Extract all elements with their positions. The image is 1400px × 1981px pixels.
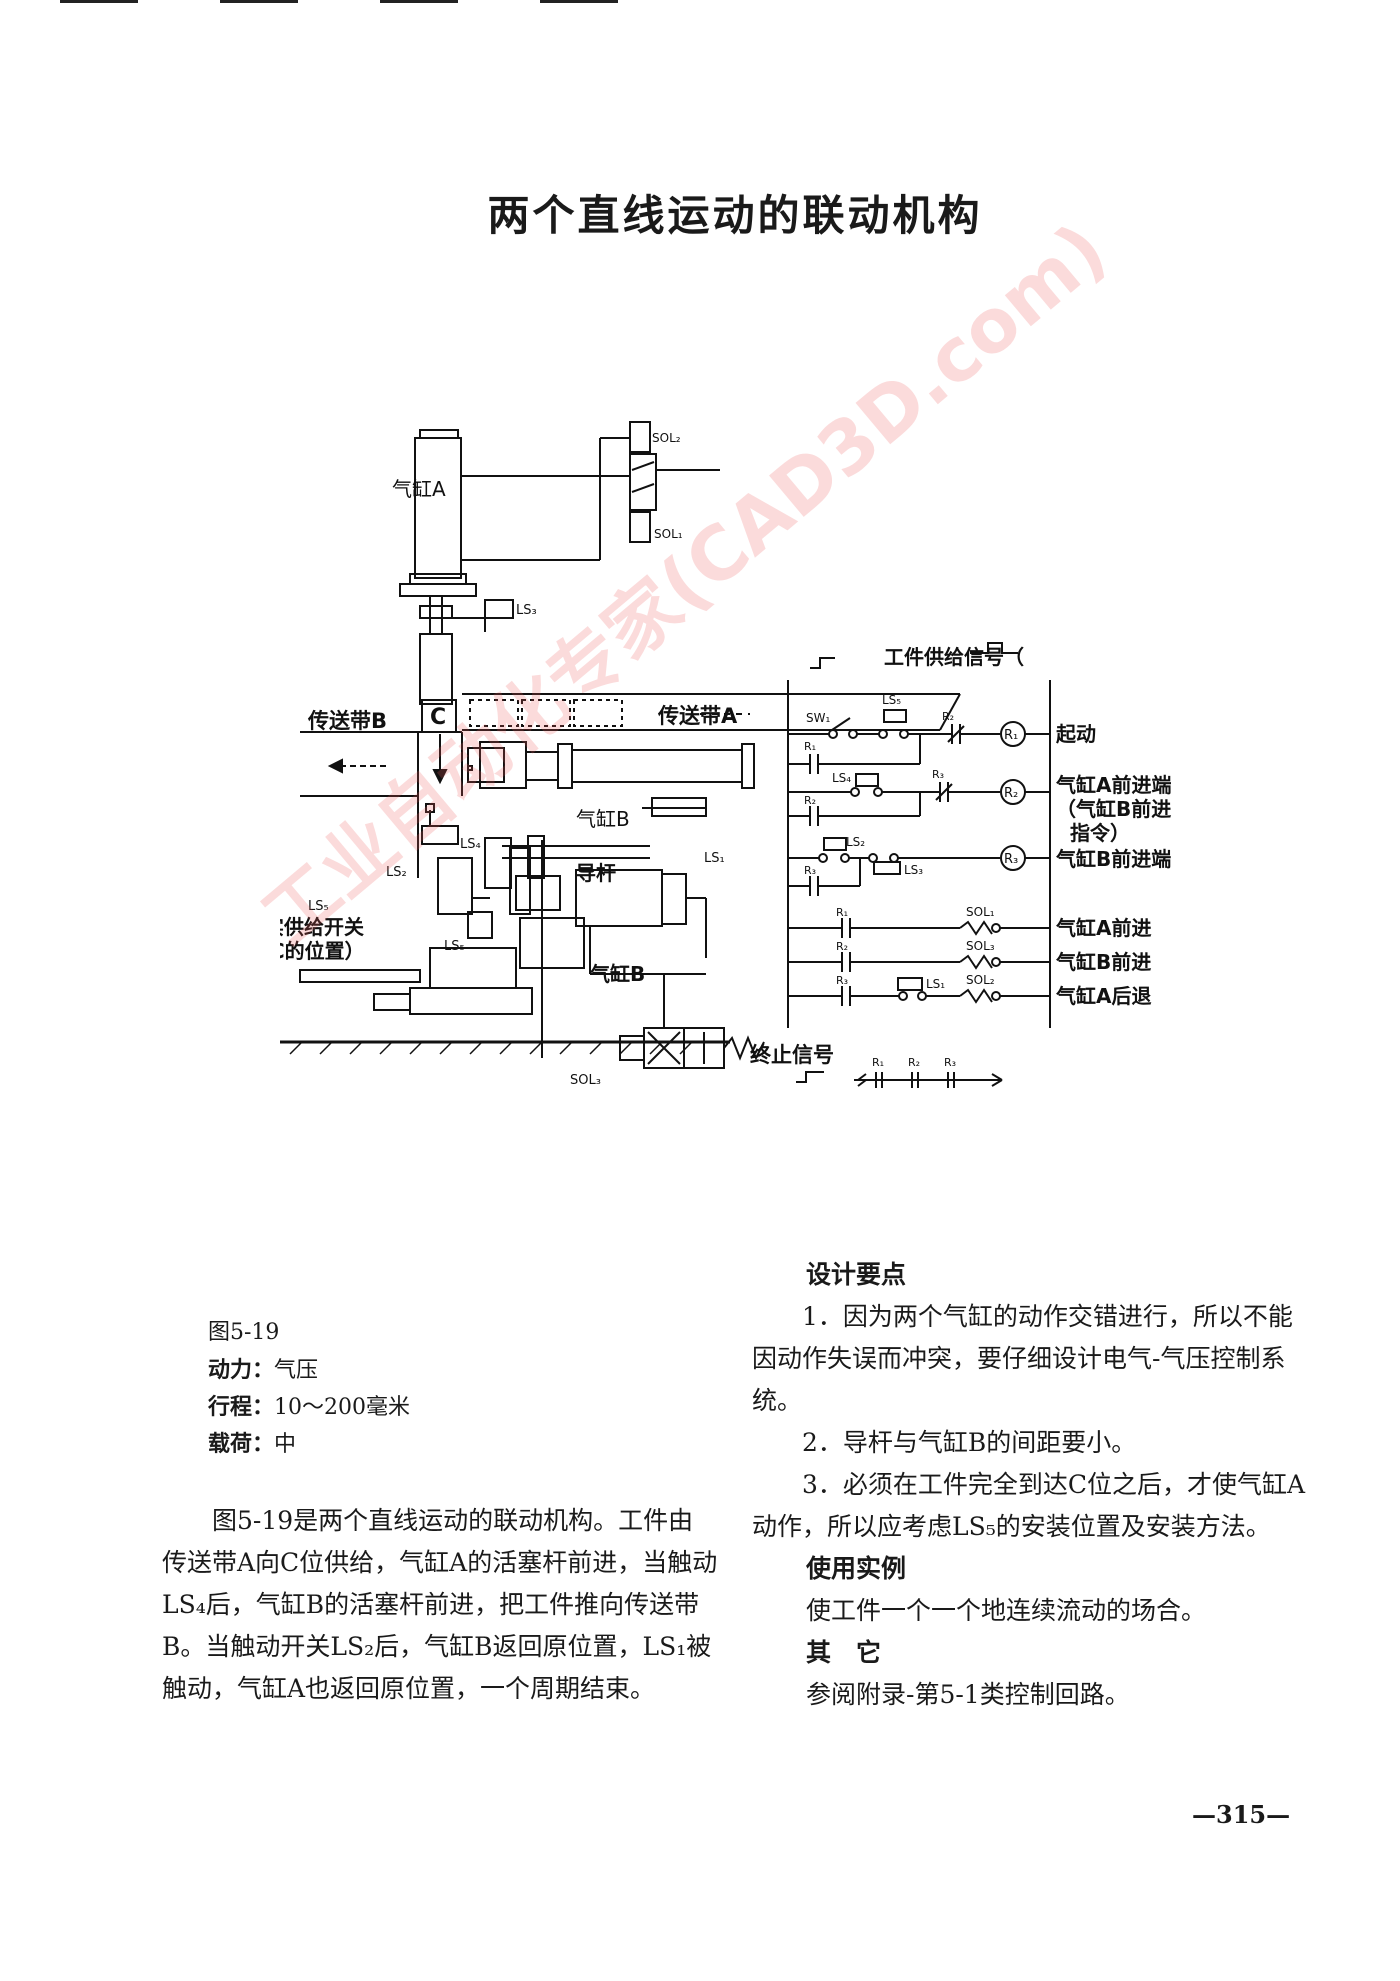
ls2-switch xyxy=(437,857,473,915)
b-cmd-label: （气缸B前进 xyxy=(1056,797,1171,821)
page-title: 两个直线运动的联动机构 xyxy=(487,191,983,240)
usage-heading: 使用实例 xyxy=(806,1554,907,1583)
a-back-label: 气缸A后退 xyxy=(1055,984,1151,1008)
r2d-contact-label: R₂ xyxy=(836,940,848,953)
other-text: 参阅附录-第5-1类控制回路。 xyxy=(806,1680,1130,1709)
r3e-contact-label: R₃ xyxy=(944,1056,956,1069)
design-point-1: 1．因为两个气缸的动作交错进行，所以不能因动作失误而冲突，要仔细设计电气-气压控… xyxy=(752,1302,1293,1415)
sol2-circuit-label: SOL₂ xyxy=(966,973,995,987)
ladder-circuit xyxy=(787,642,1051,1088)
sol3-circuit-label: SOL₃ xyxy=(966,939,995,953)
design-point-2: 2．导杆与气缸B的间距要小。 xyxy=(802,1428,1137,1457)
r2b-contact-label: R₂ xyxy=(804,794,816,807)
r1d-contact-label: R₁ xyxy=(836,906,848,919)
r2-coil-label: R₂ xyxy=(1004,786,1018,801)
confirm-switch-sub-label: （C的位置） xyxy=(280,939,365,963)
spec-load: 载荷：中 xyxy=(208,1429,296,1460)
top-rule xyxy=(380,0,458,3)
cylinder-a-cap xyxy=(419,429,459,439)
r3b-contact-label: R₃ xyxy=(804,864,816,877)
r1e-contact-label: R₁ xyxy=(872,1056,884,1069)
spec-power-label: 动力： xyxy=(208,1357,275,1383)
cylinder-b-top-body xyxy=(571,749,743,783)
supply-signal-label: 工件供给信号（ xyxy=(884,645,1024,669)
position-c-label: C xyxy=(430,705,446,730)
spec-power: 动力：气压 xyxy=(208,1355,318,1386)
ls3-label: LS₃ xyxy=(516,603,537,618)
r2e-contact-label: R₂ xyxy=(908,1056,920,1069)
ls3-switch xyxy=(484,599,514,619)
spec-load-value: 中 xyxy=(274,1432,297,1457)
sw1-label: SW₁ xyxy=(806,711,830,725)
usage-text: 使工件一个一个地连续流动的场合。 xyxy=(806,1596,1207,1625)
design-heading: 设计要点 xyxy=(806,1260,907,1289)
cylinder-a-body xyxy=(414,437,462,579)
ls4-label: LS₄ xyxy=(460,837,481,852)
ls5-label: LS₅ xyxy=(444,939,465,954)
ls5-circuit-label: LS₅ xyxy=(882,693,901,707)
design-point-3: 3．必须在工件完全到达C位之后，才使气缸A动作，所以应考虑LS₅的安装位置及安装… xyxy=(752,1470,1306,1541)
r3-contact-label: R₃ xyxy=(932,768,944,781)
cylinder-a-rod xyxy=(429,595,443,635)
ls4-circuit-label: LS₄ xyxy=(832,771,851,785)
top-rule xyxy=(60,0,138,3)
other-heading: 其 它 xyxy=(806,1638,882,1667)
ls4-switch xyxy=(421,825,459,845)
spec-stroke-label: 行程： xyxy=(208,1394,275,1420)
confirm-switch-label: 证实供给开关 xyxy=(280,915,364,939)
sol1-circuit-label: SOL₁ xyxy=(966,905,995,919)
b-cmd-sub-label: 指令） xyxy=(1070,821,1130,845)
cylinder-b-bottom-label: 气缸B xyxy=(589,962,645,986)
spec-power-value: 气压 xyxy=(274,1358,319,1383)
description-paragraph: 图5-19是两个直线运动的联动机构。工件由传送带A向C位供给，气缸A的活塞杆前进… xyxy=(162,1506,718,1703)
spec-stroke: 行程：10～200毫米 xyxy=(208,1392,410,1423)
r3d-contact-label: R₃ xyxy=(836,974,848,987)
r3-coil-label: R₃ xyxy=(1004,852,1018,867)
ls1-label: LS₁ xyxy=(704,851,725,866)
start-label: 起动 xyxy=(1055,722,1096,746)
stop-signal-label: 终止信号 xyxy=(750,1043,834,1067)
conveyor-b-label: 传送带B xyxy=(307,709,387,733)
ls2-circuit-label: LS₂ xyxy=(846,835,865,849)
cylinder-b-top-label: 气缸B xyxy=(576,807,630,831)
figure-number: 图5-19 xyxy=(208,1320,280,1345)
top-rule xyxy=(540,0,618,3)
ls2-label: LS₂ xyxy=(386,865,407,880)
spec-load-label: 载荷： xyxy=(208,1431,275,1457)
cylinder-a-label: 气缸A xyxy=(392,477,446,501)
ls5-top-label: LS₅ xyxy=(308,899,329,914)
sol2-label: SOL₂ xyxy=(652,431,681,445)
right-column: 设计要点 1．因为两个气缸的动作交错进行，所以不能因动作失误而冲突，要仔细设计电… xyxy=(752,1254,1308,1716)
valve-a xyxy=(629,453,657,511)
ls1-circuit-label: LS₁ xyxy=(926,977,945,991)
a-end-label: 气缸A前进端 xyxy=(1055,773,1171,797)
page-number: —315— xyxy=(1192,1800,1291,1829)
conveyor-a-label: 传送带A xyxy=(657,704,738,728)
guide-rod-label: 导杆 xyxy=(576,861,616,885)
r1-coil-label: R₁ xyxy=(1004,728,1018,743)
ls3-circuit-label: LS₃ xyxy=(904,863,923,877)
r1-contact-label: R₁ xyxy=(804,740,816,753)
b-fwd-label: 气缸B前进 xyxy=(1055,950,1151,974)
r2-contact-label: R₂ xyxy=(942,710,954,723)
top-rule xyxy=(220,0,298,3)
mechanism-figure: 气缸A SOL₂ SOL₁ LS₃ 传送带A 传送带B C 气缸B LS₄ LS… xyxy=(280,421,1171,1088)
b-end-label: 气缸B前进端 xyxy=(1055,847,1171,871)
ls5-switch xyxy=(467,911,493,939)
sol1-label: SOL₁ xyxy=(654,527,683,541)
a-fwd-label: 气缸A前进 xyxy=(1055,916,1151,940)
sol3-label: SOL₃ xyxy=(570,1073,601,1088)
spec-stroke-value: 10～200毫米 xyxy=(274,1395,411,1420)
